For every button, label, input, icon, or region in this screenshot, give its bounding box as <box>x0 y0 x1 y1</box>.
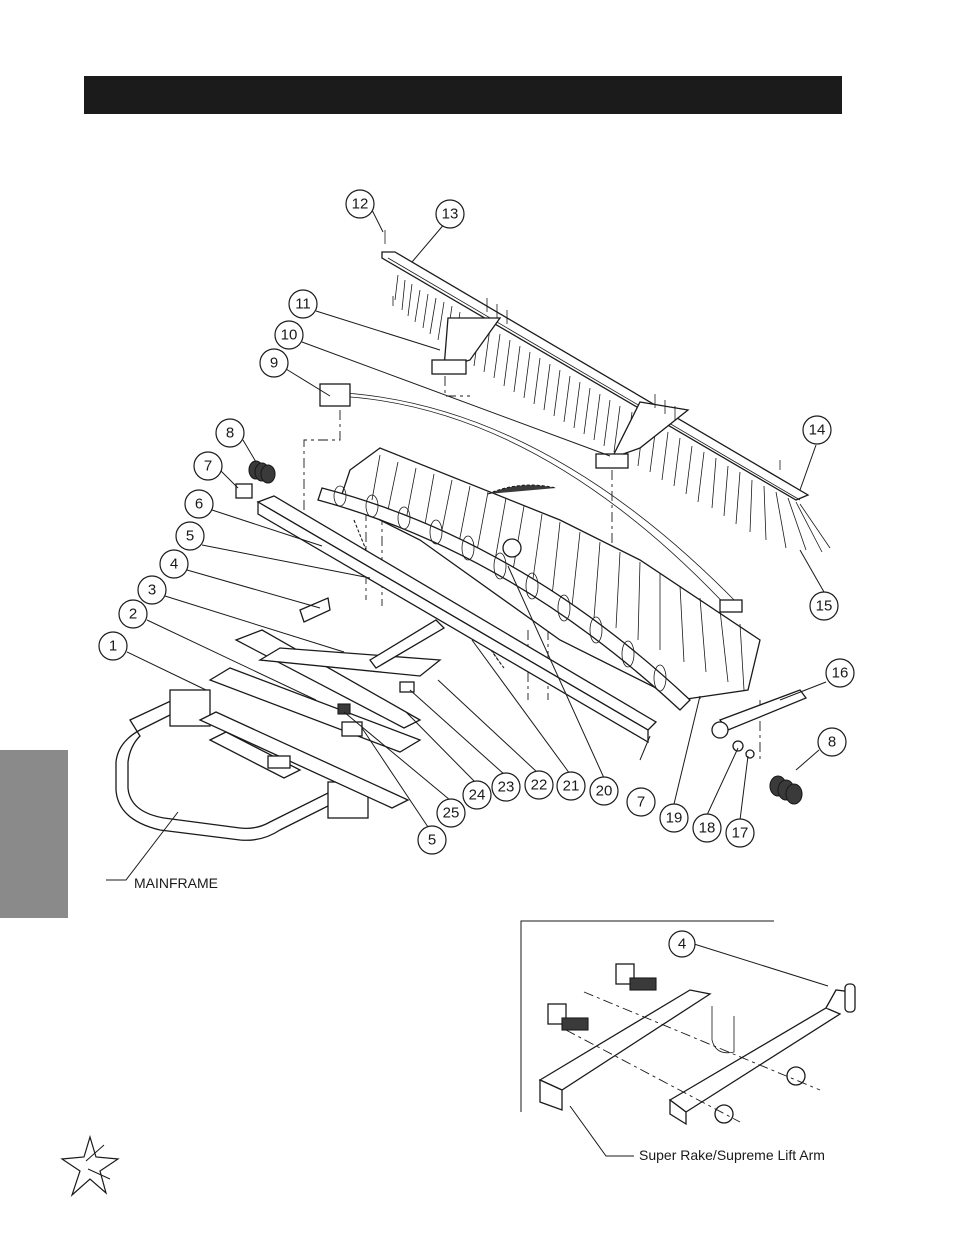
mainframe-label: MAINFRAME <box>134 875 218 891</box>
svg-text:10: 10 <box>281 327 298 344</box>
callout-21: 21 <box>556 771 586 801</box>
svg-text:5: 5 <box>428 832 436 849</box>
rake-bar-assembly <box>319 230 831 613</box>
lift-frame-assembly <box>115 460 803 841</box>
callout-8a: 8 <box>215 418 245 448</box>
svg-text:7: 7 <box>204 458 212 475</box>
spring-right <box>769 775 803 805</box>
svg-text:8: 8 <box>226 425 234 442</box>
callout-25: 25 <box>436 798 466 828</box>
callout-18: 18 <box>692 813 722 843</box>
brand-star-logo-icon <box>60 1134 120 1197</box>
svg-text:20: 20 <box>596 783 613 800</box>
side-tab <box>0 750 68 918</box>
callout-5b: 5 <box>417 825 447 855</box>
svg-text:13: 13 <box>442 206 459 223</box>
callout-8b: 8 <box>817 727 847 757</box>
callout-22: 22 <box>524 770 554 800</box>
callout-9: 9 <box>259 348 289 378</box>
callout-12: 12 <box>345 189 375 219</box>
svg-text:7: 7 <box>637 794 645 811</box>
callout-19: 19 <box>659 803 689 833</box>
inset-bolt-1 <box>615 963 657 991</box>
svg-text:3: 3 <box>148 582 156 599</box>
callout-7b: 7 <box>626 787 656 817</box>
inset-bolt-2 <box>547 1003 589 1031</box>
callout-7a: 7 <box>193 451 223 481</box>
svg-text:6: 6 <box>195 496 203 513</box>
svg-text:4: 4 <box>170 556 178 573</box>
svg-text:16: 16 <box>832 665 849 682</box>
svg-text:2: 2 <box>129 606 137 623</box>
svg-text:1: 1 <box>109 638 117 655</box>
svg-text:23: 23 <box>498 779 515 796</box>
callout-5a: 5 <box>175 521 205 551</box>
roller-mat-assembly <box>317 447 808 731</box>
svg-text:25: 25 <box>443 805 460 822</box>
callout-11: 11 <box>288 289 318 319</box>
callout-13: 13 <box>435 199 465 229</box>
svg-text:18: 18 <box>699 820 716 837</box>
inset-callout-4: 4 <box>668 930 696 958</box>
callout-23: 23 <box>491 772 521 802</box>
inset-part-label: Super Rake/Supreme Lift Arm <box>639 1147 825 1163</box>
svg-text:4: 4 <box>678 936 686 953</box>
header-bar <box>84 76 842 114</box>
svg-text:8: 8 <box>828 734 836 751</box>
callout-16: 16 <box>825 658 855 688</box>
svg-text:21: 21 <box>563 778 580 795</box>
svg-text:15: 15 <box>816 598 833 615</box>
callout-2: 2 <box>118 599 148 629</box>
svg-text:9: 9 <box>270 355 278 372</box>
callout-4: 4 <box>159 549 189 579</box>
callout-24: 24 <box>462 780 492 810</box>
svg-text:5: 5 <box>186 528 194 545</box>
svg-text:11: 11 <box>295 296 311 313</box>
callout-14: 14 <box>802 415 832 445</box>
leader-lines <box>106 209 827 881</box>
spring-left <box>248 460 276 484</box>
svg-text:19: 19 <box>666 810 683 827</box>
callout-15: 15 <box>809 591 839 621</box>
callout-3: 3 <box>137 575 167 605</box>
svg-text:24: 24 <box>469 787 486 804</box>
callout-17: 17 <box>725 818 755 848</box>
svg-text:14: 14 <box>809 422 826 439</box>
callout-10: 10 <box>274 320 304 350</box>
svg-text:17: 17 <box>732 825 749 842</box>
inset-detail: 4 Super Rake/Supreme Lift Arm <box>520 920 856 1163</box>
callout-20: 20 <box>589 776 619 806</box>
svg-text:12: 12 <box>352 196 369 213</box>
svg-text:22: 22 <box>531 777 548 794</box>
callout-1: 1 <box>98 631 128 661</box>
callout-bubbles: 1 2 3 4 5 5 6 7 7 8 8 9 10 11 12 13 14 1… <box>98 189 855 855</box>
callout-6: 6 <box>184 489 214 519</box>
